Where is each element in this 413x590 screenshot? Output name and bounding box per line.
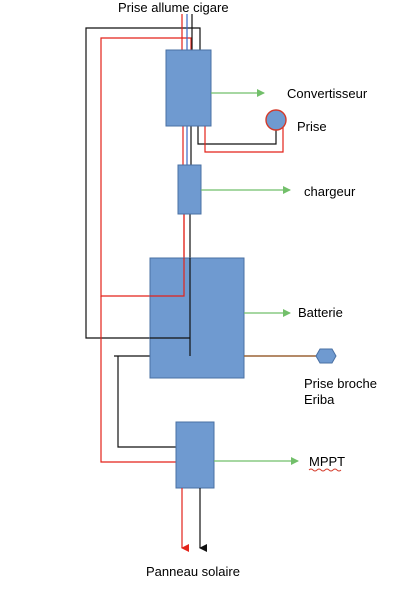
label-chargeur: chargeur <box>304 184 356 199</box>
prise-circle-icon <box>265 109 287 131</box>
output-arrows <box>181 488 207 552</box>
input-wires <box>181 14 193 50</box>
label-prise-broche: Prise broche <box>304 376 377 391</box>
green-arrows <box>201 89 299 465</box>
red-mppt-wire <box>100 296 176 463</box>
mppt-box <box>175 421 215 489</box>
label-batterie: Batterie <box>298 305 343 320</box>
prise-wires <box>197 122 284 153</box>
label-mppt: MPPT <box>309 454 345 469</box>
converter-charger-wires <box>182 126 192 165</box>
convertisseur-box <box>165 49 212 127</box>
prise-broche-hex-icon <box>315 348 337 364</box>
label-prise: Prise <box>297 119 327 134</box>
label-prise-allume-cigare: Prise allume cigare <box>118 0 229 15</box>
label-convertisseur: Convertisseur <box>287 86 368 101</box>
label-panneau-solaire: Panneau solaire <box>146 564 240 579</box>
chargeur-box <box>177 164 202 215</box>
batterie-box <box>149 257 245 379</box>
label-eriba: Eriba <box>304 392 335 407</box>
battery-overlay-wires <box>150 258 191 356</box>
charger-battery-wires <box>183 214 191 258</box>
spellcheck-underline <box>308 468 342 472</box>
